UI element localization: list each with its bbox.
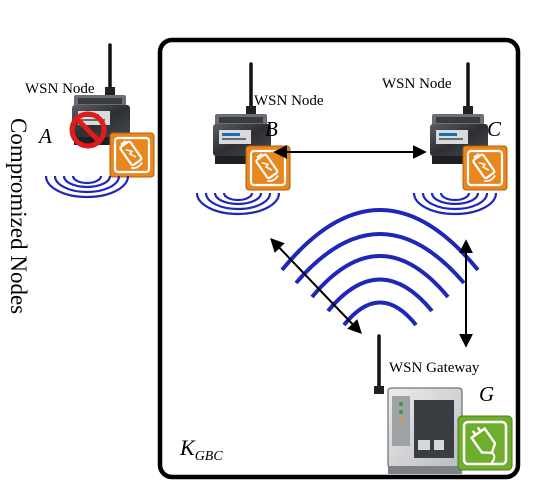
region-label-sub: GBC xyxy=(194,448,223,464)
node-b-letter: B xyxy=(265,117,278,141)
compromised-nodes-label: Compromized Nodes xyxy=(6,118,31,315)
gateway-letter: G xyxy=(479,382,495,406)
region-label: KGBC xyxy=(180,437,223,464)
node-a-signal-icon xyxy=(44,174,130,199)
region-label-main: K xyxy=(180,435,195,460)
prohibit-icon xyxy=(69,111,107,149)
node-a-badge-icon xyxy=(108,131,156,179)
node-c-letter: C xyxy=(487,117,502,141)
gateway-badge-icon xyxy=(457,415,513,471)
edge-b-g-arrow xyxy=(270,237,362,335)
node-b-signal-icon xyxy=(195,191,281,216)
node-b-label: WSN Node xyxy=(254,93,324,109)
node-a-label: WSN Node xyxy=(25,81,95,97)
gateway-label: WSN Gateway xyxy=(389,360,480,376)
gateway-device xyxy=(374,334,463,474)
node-a-letter: A xyxy=(39,124,52,148)
node-c-badge-icon xyxy=(461,144,509,192)
node-c-label: WSN Node xyxy=(382,76,452,92)
kgbc-region-border xyxy=(157,37,521,480)
gateway-signal-icon xyxy=(280,208,480,327)
node-c-signal-icon xyxy=(412,191,498,216)
